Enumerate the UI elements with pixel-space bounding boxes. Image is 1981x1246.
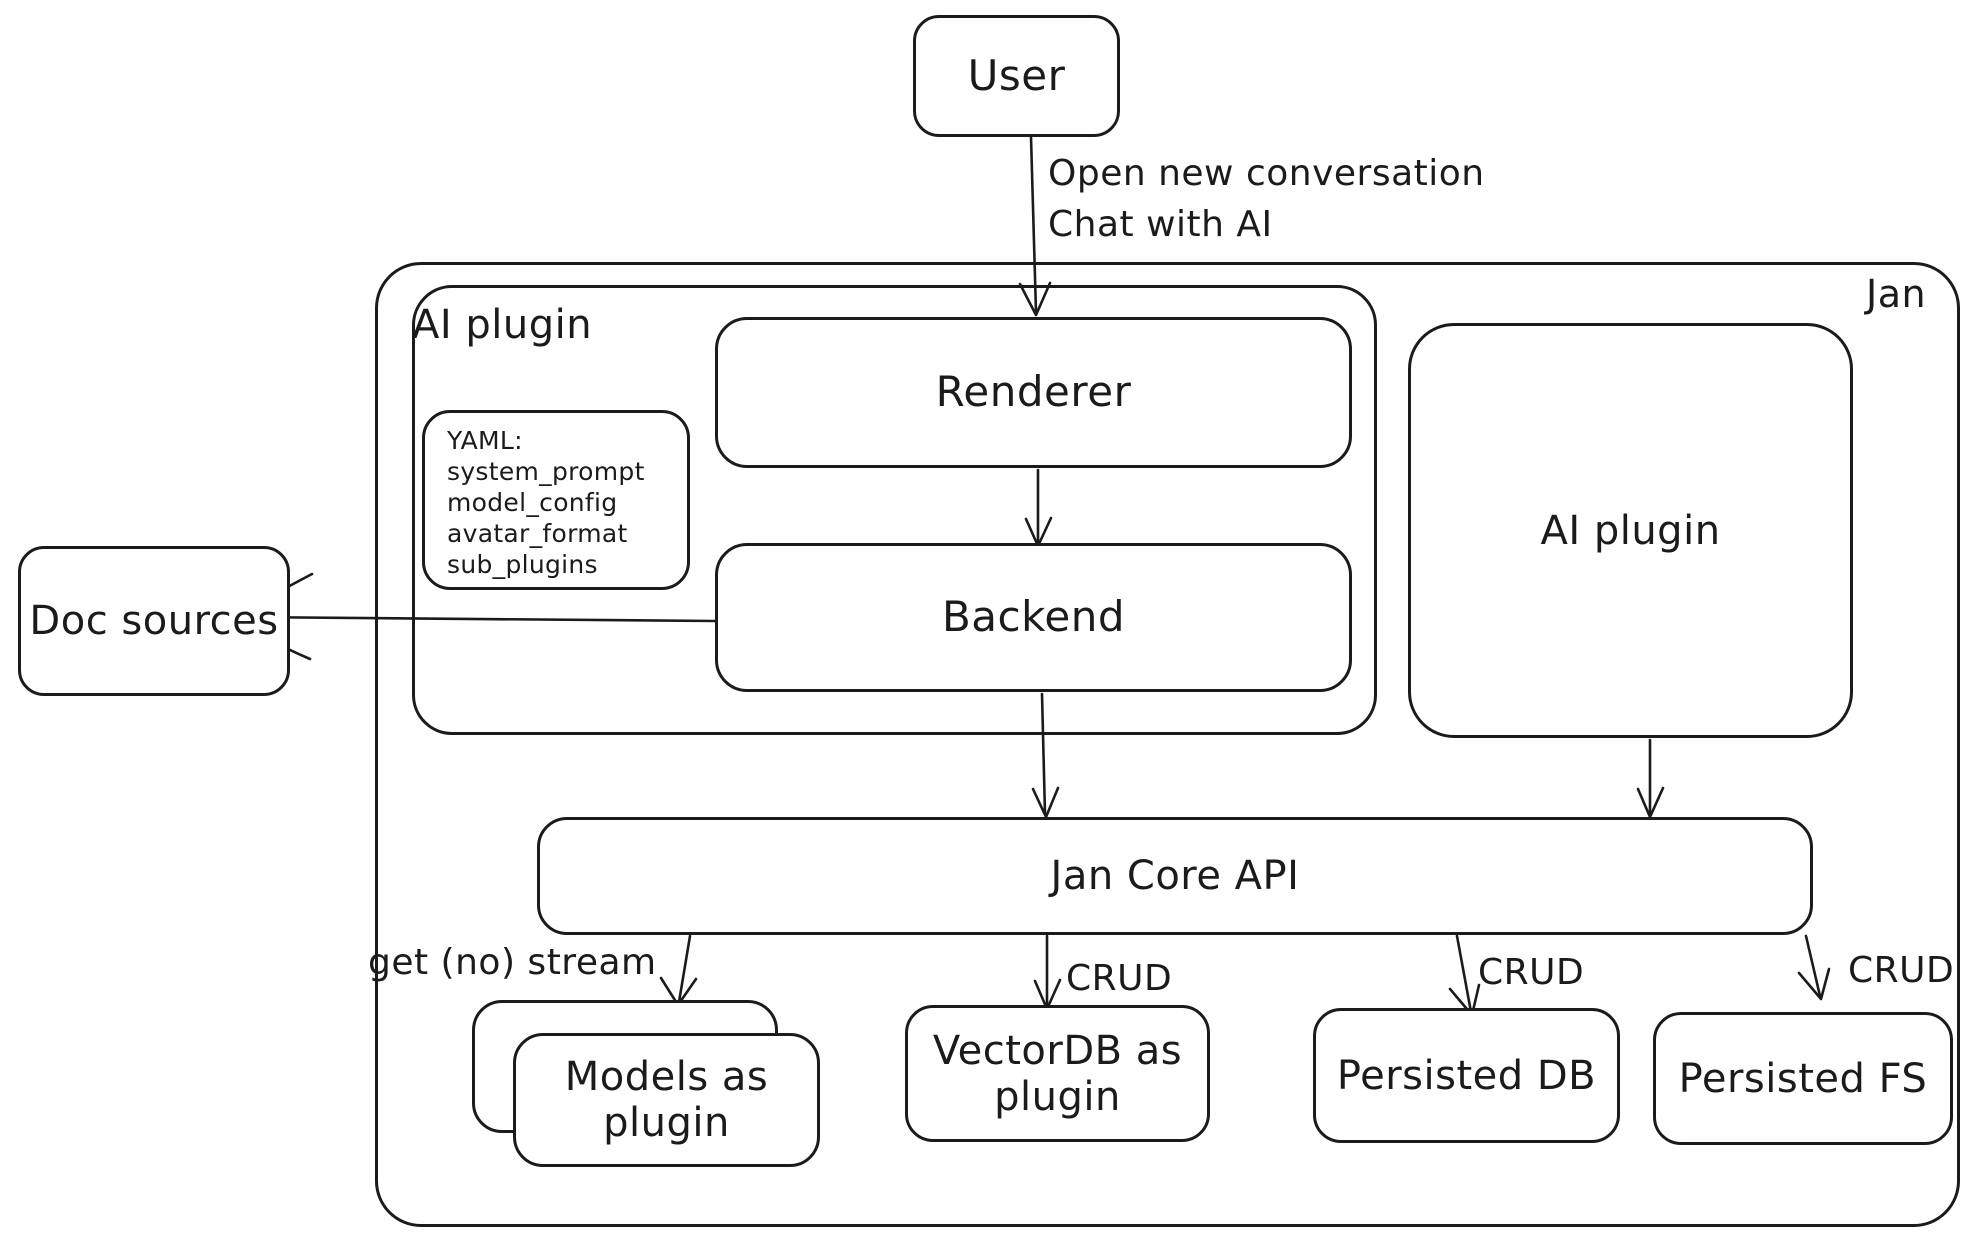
yaml-note-text: YAML: system_prompt model_config avatar_… [425, 413, 645, 580]
node-backend-label: Backend [941, 592, 1126, 642]
edge-label-crud-persisted-fs: CRUD [1848, 950, 1955, 991]
yaml-line: system_prompt [447, 457, 645, 486]
yaml-line: sub_plugins [447, 550, 598, 579]
yaml-line: YAML: [447, 426, 523, 455]
node-persisted-db-label: Persisted DB [1336, 1052, 1597, 1099]
node-models-as-plugin: Models as plugin [513, 1033, 820, 1167]
ai-plugin-container-label: AI plugin [412, 302, 593, 348]
node-doc-sources-label: Doc sources [29, 598, 279, 644]
yaml-line: avatar_format [447, 519, 628, 548]
node-renderer: Renderer [715, 317, 1352, 468]
label-line1: VectorDB as [932, 1027, 1183, 1074]
edge-label-user-to-renderer: Open new conversation Chat with AI [1048, 148, 1485, 250]
node-ai-plugin-right-label: AI plugin [1540, 507, 1721, 554]
label-line2: plugin [994, 1073, 1121, 1120]
node-doc-sources: Doc sources [18, 546, 290, 696]
jan-container-label: Jan [1866, 272, 1927, 316]
edge-label-crud-vectordb: CRUD [1066, 958, 1173, 999]
yaml-line: model_config [447, 488, 618, 517]
node-backend: Backend [715, 543, 1352, 692]
edge-label-line2: Chat with AI [1048, 204, 1273, 245]
edge-label-crud-persisted-db: CRUD [1478, 952, 1585, 993]
node-jan-core-api: Jan Core API [537, 817, 1813, 935]
node-models-as-plugin-label: Models as plugin [565, 1054, 769, 1146]
label-line2: plugin [603, 1100, 730, 1146]
node-persisted-db: Persisted DB [1313, 1008, 1620, 1143]
node-yaml-note: YAML: system_prompt model_config avatar_… [422, 410, 690, 590]
jan-container-box [375, 262, 1960, 1227]
node-persisted-fs-label: Persisted FS [1678, 1055, 1928, 1102]
node-persisted-fs: Persisted FS [1653, 1012, 1953, 1145]
ai-plugin-container-box [412, 285, 1377, 735]
label-line1: Models as [564, 1054, 769, 1100]
node-jan-core-api-label: Jan Core API [1050, 853, 1300, 899]
node-user-label: User [967, 50, 1066, 100]
node-vectordb-as-plugin-label: VectorDB as plugin [933, 1028, 1182, 1120]
node-user: User [913, 15, 1120, 137]
edge-label-line1: Open new conversation [1048, 153, 1485, 194]
node-vectordb-as-plugin: VectorDB as plugin [905, 1005, 1210, 1142]
node-renderer-label: Renderer [935, 367, 1132, 417]
edge-label-get-no-stream: get (no) stream [368, 942, 657, 983]
node-ai-plugin-right: AI plugin [1408, 323, 1853, 738]
